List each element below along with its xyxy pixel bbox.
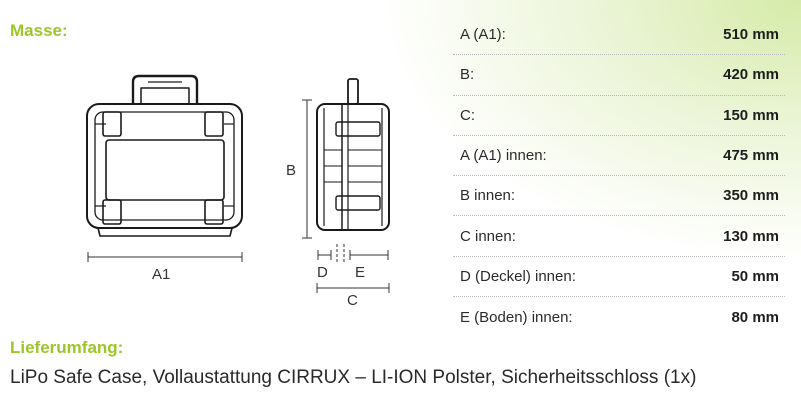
spec-label: C: bbox=[460, 106, 475, 124]
label-e: E bbox=[355, 264, 365, 281]
spec-row-b-innen: B innen: 350 mm bbox=[453, 176, 785, 217]
dimensions-table: A (A1): 510 mm B: 420 mm C: 150 mm A (A1… bbox=[453, 15, 785, 337]
spec-label: A (A1): bbox=[460, 26, 506, 44]
label-b: B bbox=[286, 162, 296, 179]
spec-value: 475 mm bbox=[723, 147, 779, 165]
spec-value: 130 mm bbox=[723, 227, 779, 245]
label-c: C bbox=[347, 292, 358, 309]
masse-heading: Masse: bbox=[10, 21, 68, 40]
spec-value: 420 mm bbox=[723, 66, 779, 84]
spec-value: 80 mm bbox=[731, 308, 779, 326]
spec-value: 150 mm bbox=[723, 106, 779, 124]
spec-label: D (Deckel) innen: bbox=[460, 267, 576, 285]
case-handle bbox=[131, 74, 199, 104]
spec-label: B innen: bbox=[460, 187, 516, 205]
spec-row-e-innen: E (Boden) innen: 80 mm bbox=[453, 297, 785, 337]
latch-top-left bbox=[102, 111, 122, 137]
case-front-body bbox=[86, 103, 243, 229]
case-dimension-diagram: A1 B D E C bbox=[86, 74, 390, 309]
lieferumfang-heading: Lieferumfang: bbox=[10, 338, 124, 357]
case-handle-side bbox=[347, 78, 359, 105]
spec-value: 510 mm bbox=[723, 26, 779, 44]
lieferumfang-description: LiPo Safe Case, Vollaustattung CIRRUX – … bbox=[10, 367, 697, 388]
spec-row-b: B: 420 mm bbox=[453, 55, 785, 96]
label-a1: A1 bbox=[152, 266, 170, 283]
spec-row-d-innen: D (Deckel) innen: 50 mm bbox=[453, 257, 785, 298]
spec-label: C innen: bbox=[460, 227, 516, 245]
spec-row-a1-innen: A (A1) innen: 475 mm bbox=[453, 136, 785, 177]
case-side-body bbox=[316, 103, 390, 231]
spec-label: E (Boden) innen: bbox=[460, 308, 573, 326]
spec-label: B: bbox=[460, 66, 475, 84]
spec-value: 350 mm bbox=[723, 187, 779, 205]
spec-value: 50 mm bbox=[731, 267, 779, 285]
spec-label: A (A1) innen: bbox=[460, 147, 547, 165]
latch-top-right bbox=[204, 111, 224, 137]
latch-bottom-right bbox=[204, 199, 224, 225]
case-front-panel bbox=[105, 139, 225, 201]
spec-row-c-innen: C innen: 130 mm bbox=[453, 216, 785, 257]
spec-row-c: C: 150 mm bbox=[453, 96, 785, 136]
label-d: D bbox=[317, 264, 328, 281]
spec-row-a1: A (A1): 510 mm bbox=[453, 15, 785, 56]
latch-bottom-left bbox=[102, 199, 122, 225]
